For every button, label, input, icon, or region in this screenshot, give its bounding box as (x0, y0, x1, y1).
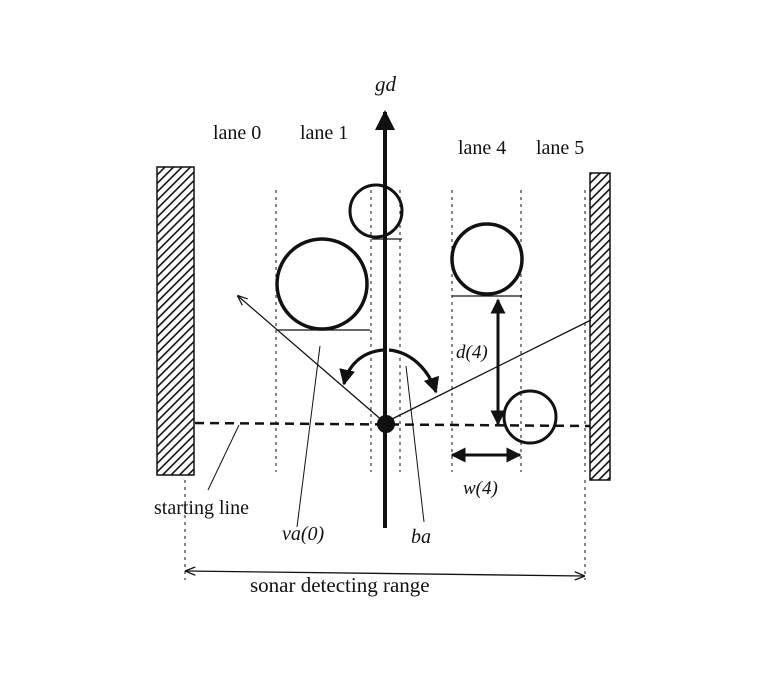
right-wall (589, 172, 611, 481)
lane-5-label: lane 5 (536, 137, 584, 159)
obstacle-lane0-large (275, 237, 369, 331)
va-angle-arc (339, 348, 384, 386)
obstacle-lane4-top (450, 222, 524, 296)
sonar-ray-right (385, 319, 592, 423)
w4-label: w(4) (463, 478, 498, 499)
gd-label: gd (375, 72, 397, 96)
va-leader-line (296, 345, 321, 528)
ba-label: ba (411, 526, 431, 548)
ba-leader-line (405, 365, 425, 523)
lane-4-label: lane 4 (458, 137, 506, 159)
d4-label: d(4) (456, 342, 488, 363)
left-wall (156, 166, 195, 476)
sonar-ray-left (238, 296, 385, 423)
starting-line-leader (207, 424, 240, 491)
ba-angle-arc (388, 348, 440, 394)
sonar-range-arrow (186, 571, 584, 576)
obstacle-lane1-small (348, 183, 404, 239)
obstacle-lane4-bottom (502, 389, 558, 445)
va0-label: va(0) (282, 523, 325, 545)
robot-position-dot (377, 415, 395, 433)
lane-boundaries (184, 190, 586, 580)
lane-1-label: lane 1 (300, 122, 348, 144)
starting-line-label: starting line (154, 497, 249, 519)
lane-0-label: lane 0 (213, 122, 261, 144)
sonar-range-label: sonar detecting range (250, 573, 430, 597)
